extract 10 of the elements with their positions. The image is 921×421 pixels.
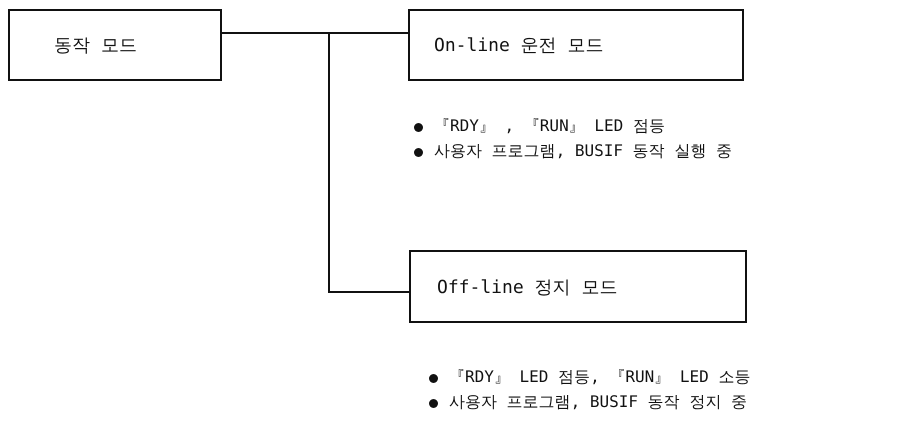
mode-label: 동작 모드 xyxy=(54,34,137,57)
bullet-item: 사용자 프로그램, BUSIF 동작 정지 중 xyxy=(427,389,750,414)
mode-label: Off-line 정지 모드 xyxy=(437,276,618,298)
mode-box xyxy=(8,9,222,81)
mode-box xyxy=(408,9,744,81)
mode-label: On-line 운전 모드 xyxy=(434,34,604,57)
bullet-item: 『RDY』 , 『RUN』 LED 점등 xyxy=(412,113,732,138)
mode-box xyxy=(409,250,747,323)
bullet-item: 사용자 프로그램, BUSIF 동작 실행 중 xyxy=(412,138,732,163)
bullet-item: 『RDY』 LED 점등, 『RUN』 LED 소등 xyxy=(427,364,750,389)
